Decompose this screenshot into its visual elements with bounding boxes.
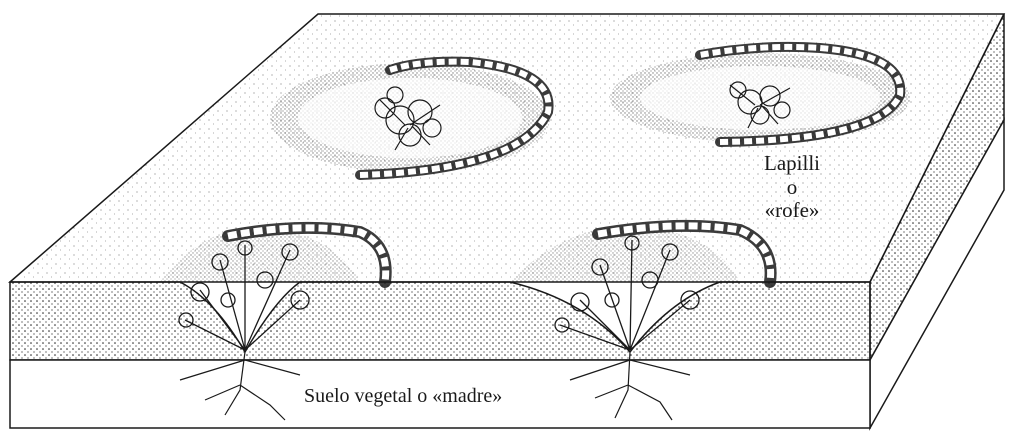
lapilli-label-line1: Lapilli — [762, 152, 822, 174]
suelo-label: Suelo vegetal o «madre» — [302, 385, 504, 407]
front-lapilli-layer — [10, 282, 870, 360]
lapilli-label-line2: o — [762, 176, 822, 198]
lapilli-label-line3: «rofe» — [762, 199, 822, 221]
